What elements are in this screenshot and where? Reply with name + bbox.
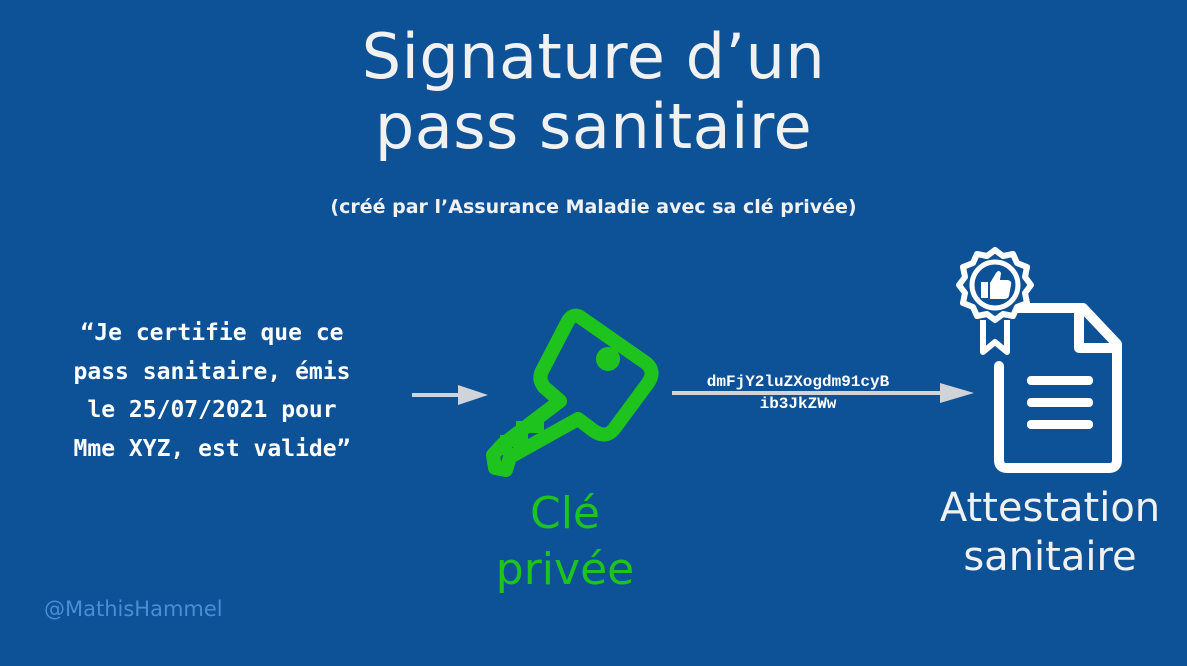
page-title: Signature d’un pass sanitaire — [0, 22, 1187, 162]
subtitle: (créé par l’Assurance Maladie avec sa cl… — [330, 196, 857, 218]
title-line-2: pass sanitaire — [374, 90, 813, 163]
attestation-label-line-2: sanitaire — [963, 534, 1137, 580]
arrow-to-document-icon — [672, 383, 974, 403]
signature-line-2: ib3JkZWw — [759, 395, 837, 413]
signature-hash: dmFjY2luZXogdm91cyB ib3JkZWw — [662, 371, 934, 415]
private-key-label-line-1: Clé — [529, 488, 601, 539]
private-key-label-line-2: privée — [495, 544, 635, 595]
document-icon — [956, 247, 1122, 473]
title-line-1: Signature d’un — [361, 20, 826, 93]
arrow-to-key-icon — [412, 385, 488, 405]
message-line: pass sanitaire, émis — [73, 358, 351, 385]
message-line: “Je certifie que ce — [80, 320, 344, 346]
attestation-label-line-1: Attestation — [939, 485, 1161, 531]
message-line: le 25/07/2021 pour — [87, 397, 337, 423]
key-icon — [486, 308, 659, 477]
message-line: Mme XYZ, est valide” — [73, 435, 351, 462]
thumbs-up-badge-icon — [956, 247, 1034, 323]
certified-message: “Je certifie que ce pass sanitaire, émis… — [14, 314, 410, 468]
private-key-label: Clé privée — [435, 486, 695, 598]
signature-line-1: dmFjY2luZXogdm91cyB — [706, 373, 890, 391]
attestation-label: Attestation sanitaire — [900, 484, 1187, 582]
author-handle: @MathisHammel — [44, 597, 223, 621]
